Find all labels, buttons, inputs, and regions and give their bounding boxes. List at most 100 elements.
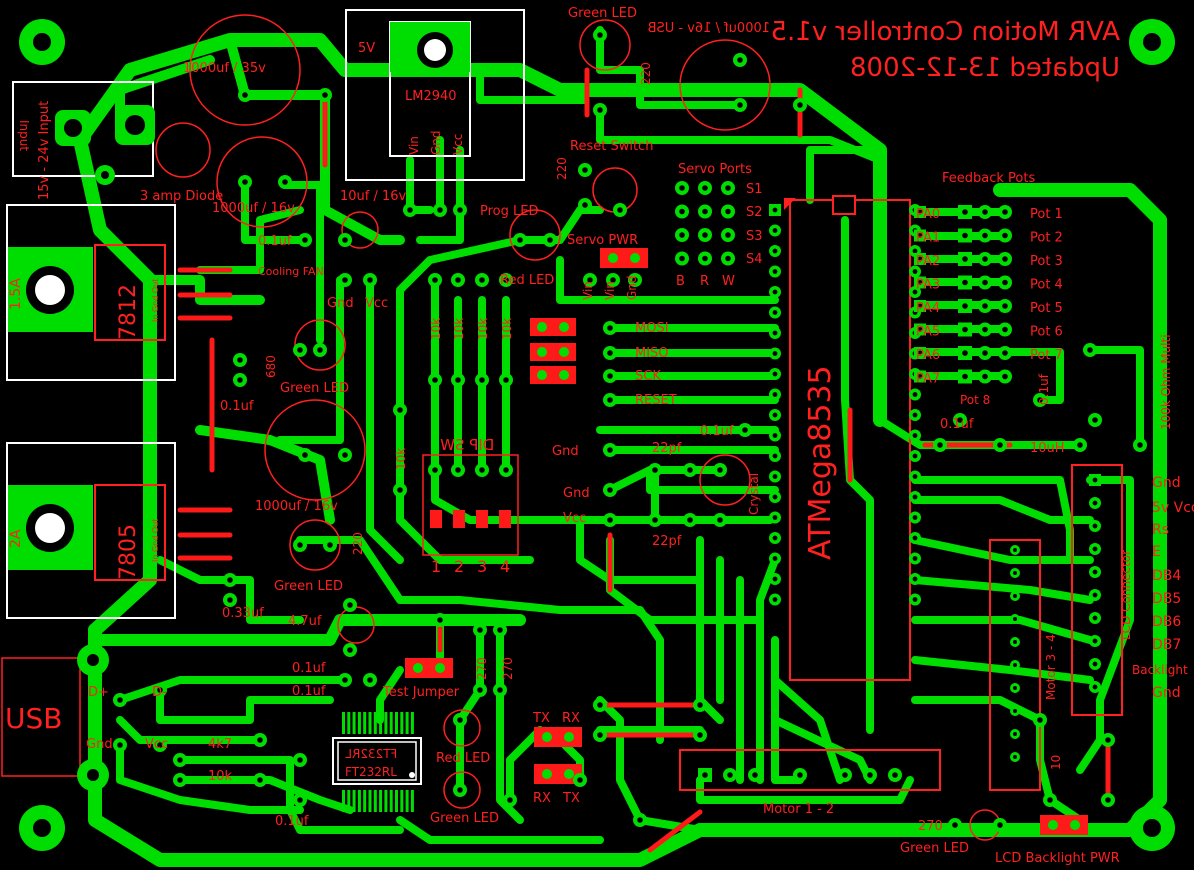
pad-hole [772,597,778,602]
servo-pwr-vin2: Vin [603,281,617,300]
mcu-cap-22a: 22pf [652,441,682,456]
servo-pwr-gnd: Gnd [625,275,639,300]
pad-hole [912,392,918,397]
pad-hole [302,237,308,243]
pad-hole [302,452,308,458]
pad-hole [1013,594,1017,598]
pad-hole [342,677,348,683]
pad-hole [725,255,731,262]
usb-cap-label: 1000uf / 16v - USB [648,21,770,36]
pad-hole [327,542,333,548]
usb-res-270b: 270 [501,657,515,680]
reg-7812: 7812 [116,284,141,340]
pad-hole [982,232,988,239]
pad-hole [1002,326,1008,333]
servo-col-b: B [676,274,685,289]
ft232-pin [400,790,404,812]
usb-tx2: TX [562,791,580,806]
fb-inductor: 10uH [1030,441,1065,456]
pad-hole [1105,797,1111,803]
ft232-pin [373,790,377,812]
pad-hole [607,447,613,453]
pad-hole [917,209,923,215]
green-led-1: Green LED [280,381,349,396]
pad-hole [237,357,243,363]
fan-label: Cooling FAN [258,265,324,278]
pad-hole [582,202,588,208]
pad-hole [1092,661,1098,667]
power-jack [55,105,155,185]
usb-res-4k7: 4k7 [208,737,232,752]
pad-hole [397,407,403,413]
ft232-pin [352,790,356,812]
pad-hole [962,256,968,262]
pad-hole [717,467,723,473]
pad-hole [437,207,443,213]
isp-gnd: Gnd [552,444,579,459]
pot-pin-pa2: PA2 [916,254,940,269]
pad-hole [607,325,613,331]
pad-hole [772,556,778,561]
pad-hole [1013,571,1017,575]
pad-hole [317,347,323,353]
pad-hole [607,373,613,379]
pad-hole [982,256,988,262]
pad-hole [912,269,918,274]
lcd-backlight-pwr: LCD Backlight PWR [995,851,1120,866]
isp-reset: RESET [635,393,677,408]
pad-hole [1013,755,1017,759]
pot-label-1: Pot 1 [1030,207,1063,222]
cap-1000-16-b: 1000uf / 16v [255,499,338,514]
lcd-title: LCD Connector [1119,550,1133,640]
prog-led-label: Prog LED [480,204,538,219]
ft232-pin [342,712,345,734]
usb-cap-01a: 0.1uf [292,661,326,676]
pad-hole [772,248,778,254]
ft232-pin [384,712,388,734]
pad-hole [1092,417,1098,423]
pad-hole [652,517,658,523]
pad-hole [1037,397,1043,403]
red-led-label: Red LED [500,273,554,288]
pad-hole [497,627,503,633]
usb-green-led: Green LED [430,811,499,826]
pad-hole [917,374,923,379]
pad-hole [607,517,613,523]
lcd-pin-10: Gnd [1152,685,1181,701]
pad-hole [772,330,778,336]
servo-s4: S4 [746,252,763,267]
pad-hole [912,597,918,602]
ft232-pin [405,790,409,812]
board-title: AVR Motion Controller v1.5 [770,17,1120,47]
lcd-green-led: Green LED [900,841,969,856]
pad-hole [982,279,988,286]
pad-hole [432,277,438,283]
pad-hole [1105,737,1111,743]
motor-12: Motor 1 - 2 [763,802,834,817]
pad-hole [772,535,778,541]
pad-hole [912,494,918,500]
board-date: Updated 13-12-2008 [850,53,1120,83]
lcd-pin-3: Rs [1152,522,1169,538]
mcu-cap-22b: 22pf [652,534,682,549]
pad-hole [607,397,613,403]
pad-hole [397,487,403,493]
mounting-holes [19,19,1175,851]
usb-dminus: D- [152,685,167,700]
ft232-pin [379,712,383,734]
reg-7812-amp: 1.5A [8,278,24,310]
pad-hole [597,107,603,113]
pad-hole [1037,717,1043,723]
pot-label-8: Pot 8 [960,393,990,407]
mcu-gnd: Gnd [563,486,590,501]
reset-switch-label: Reset Switch [570,139,653,154]
pad-hole [917,303,923,309]
pad-hole [1047,797,1053,803]
pad-hole [912,289,918,295]
pad-hole [297,757,303,763]
diode-label: 3 amp Diode [140,189,223,204]
motor-34: Motor 3 - 4 [1044,634,1058,700]
usb-rx: RX [562,711,580,726]
pad-hole [772,453,778,459]
